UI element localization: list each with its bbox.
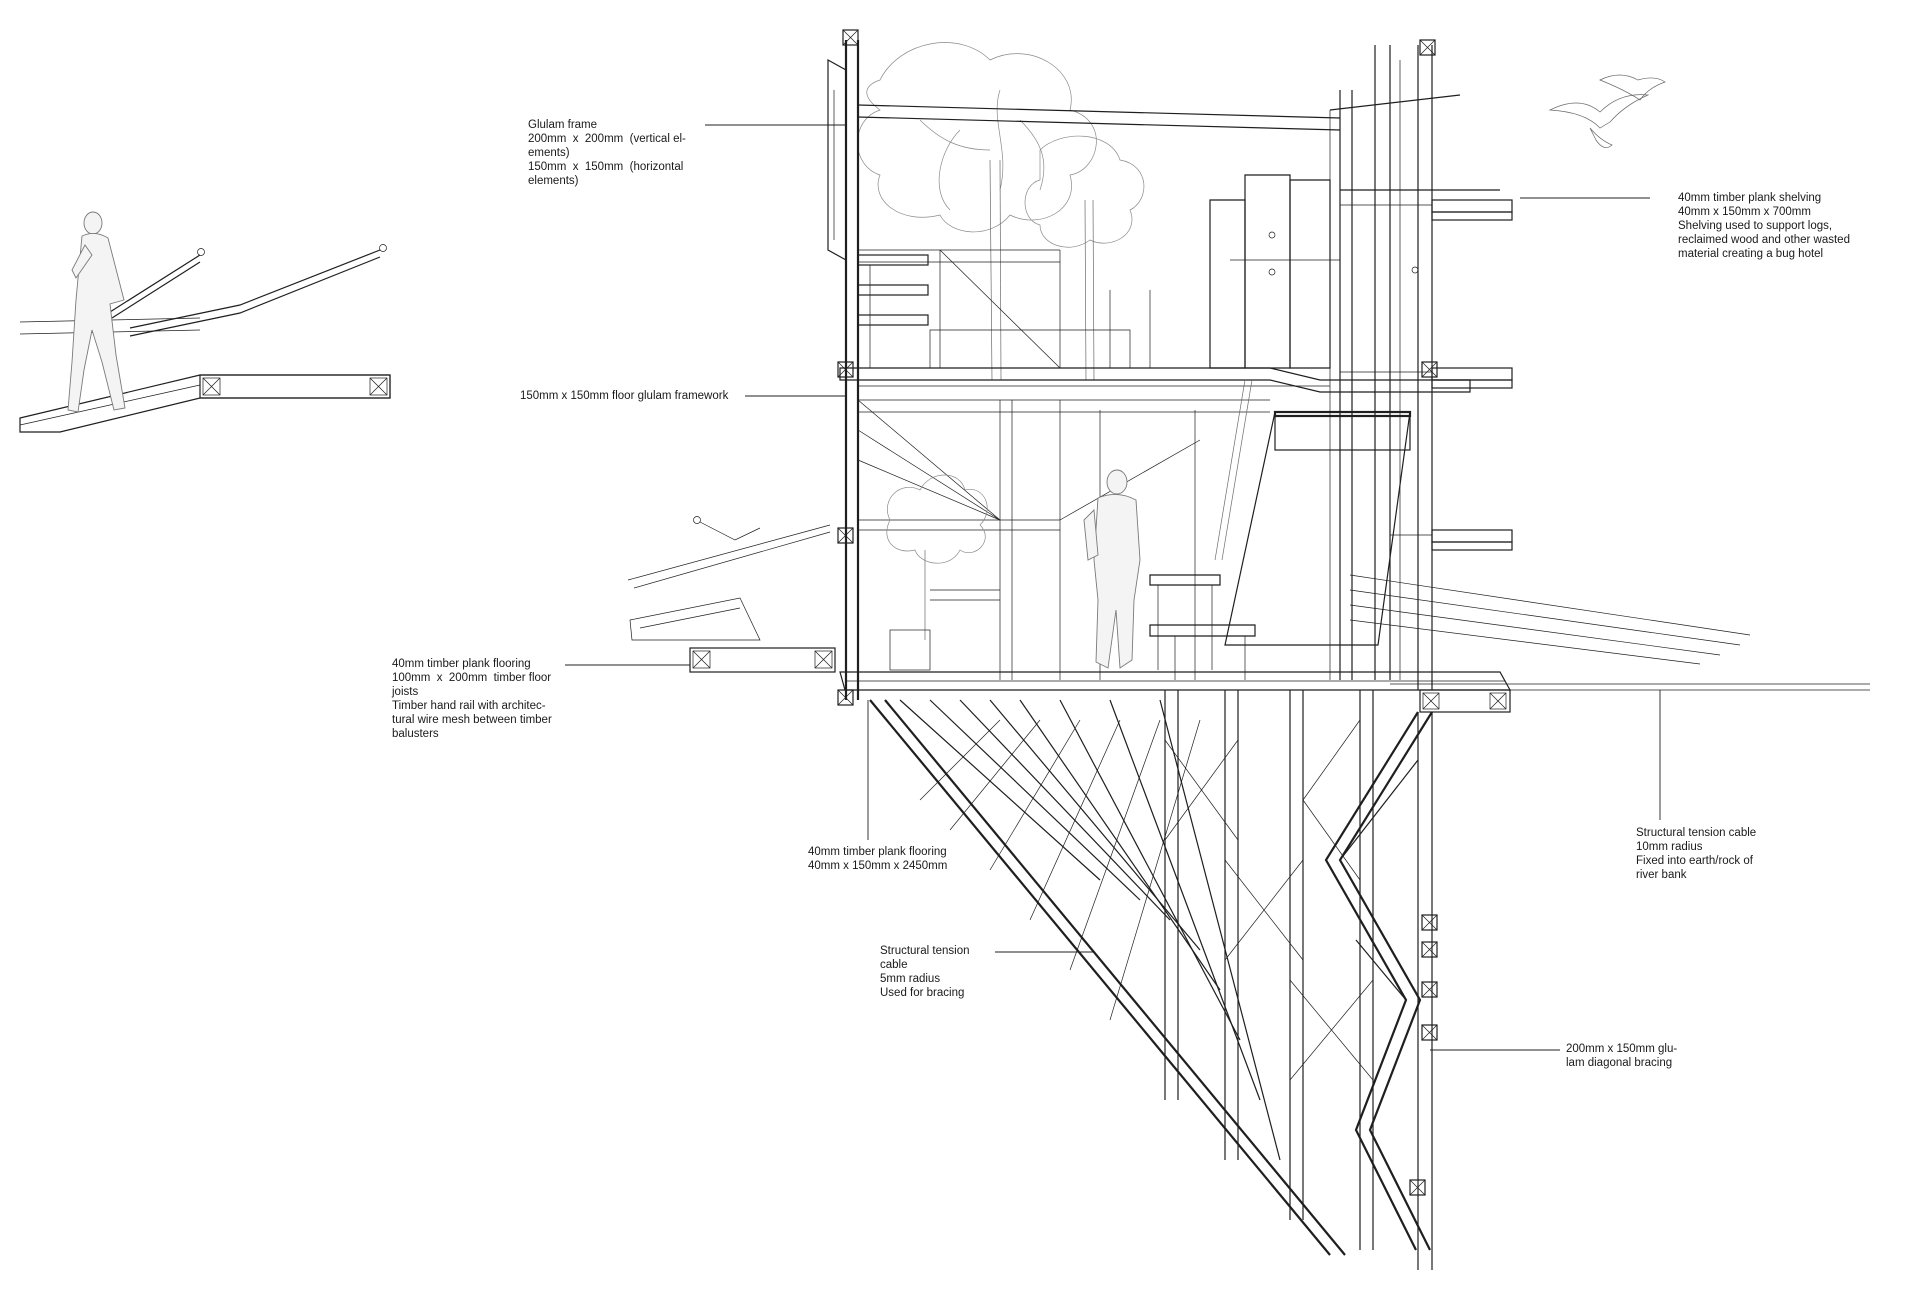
leader-lines: [565, 124, 1661, 1051]
label-line: 5mm radius: [880, 973, 941, 985]
label-line: Shelving used to support logs,: [1678, 220, 1833, 232]
label-tension-cable-5mm: Structural tension cable 5mm radius Used…: [880, 944, 970, 1000]
label-line: elements): [528, 175, 579, 187]
roof-trees: [857, 42, 1145, 381]
label-line: Fixed into earth/rock of: [1636, 855, 1753, 867]
standing-person-figure: [1083, 469, 1141, 669]
mid-ramp: [627, 516, 836, 673]
label-line: tural wire mesh between timber: [392, 714, 552, 726]
label-line: 40mm timber plank shelving: [1678, 192, 1822, 204]
label-plank-shelving: 40mm timber plank shelving 40mm x 150mm …: [1678, 191, 1850, 261]
label-line: 40mm timber plank flooring: [808, 846, 947, 858]
label-line: 200mm x 150mm glu-: [1566, 1043, 1678, 1055]
label-line: 40mm x 150mm x 2450mm: [808, 860, 948, 872]
label-line: 150mm x 150mm floor glulam framework: [520, 390, 729, 402]
label-line: 10mm radius: [1636, 841, 1703, 853]
label-line: joists: [392, 686, 419, 698]
label-line: balusters: [392, 728, 439, 740]
label-line: 200mm x 200mm (vertical el-: [528, 133, 686, 145]
label-line: ements): [528, 147, 570, 159]
substructure-bracing: [869, 690, 1438, 1270]
label-line: lam diagonal bracing: [1566, 1057, 1673, 1069]
left-walkway: [19, 244, 391, 433]
label-plank-flooring-dims: 40mm timber plank flooring 40mm x 150mm …: [808, 845, 947, 873]
label-line: Structural tension cable: [1636, 827, 1757, 839]
label-diagonal-bracing: 200mm x 150mm glu- lam diagonal bracing: [1566, 1042, 1677, 1070]
label-line: Glulam frame: [528, 119, 598, 131]
label-line: cable: [880, 959, 908, 971]
label-plank-flooring-joists: 40mm timber plank flooring 100mm x 200mm…: [392, 657, 552, 741]
label-line: material creating a bug hotel: [1678, 248, 1824, 260]
label-line: 150mm x 150mm (horizontal: [528, 161, 684, 173]
label-line: Structural tension: [880, 945, 970, 957]
label-line: 40mm x 150mm x 700mm: [1678, 206, 1811, 218]
label-floor-framework: 150mm x 150mm floor glulam framework: [520, 389, 728, 403]
label-line: 100mm x 200mm timber floor: [392, 672, 552, 684]
label-tension-cable-10mm: Structural tension cable 10mm radius Fix…: [1636, 826, 1756, 882]
main-deck: [837, 574, 1870, 713]
label-line: 40mm timber plank flooring: [392, 658, 531, 670]
label-line: river bank: [1636, 869, 1687, 881]
label-glulam-frame: Glulam frame 200mm x 200mm (vertical el-…: [528, 118, 686, 188]
label-line: Used for bracing: [880, 987, 965, 999]
label-line: reclaimed wood and other wasted: [1678, 234, 1850, 246]
walking-person-figure: [67, 211, 126, 413]
seagulls-icon: [1548, 74, 1666, 148]
label-line: Timber hand rail with architec-: [392, 700, 546, 712]
glulam-frame-structure: [827, 29, 1513, 700]
